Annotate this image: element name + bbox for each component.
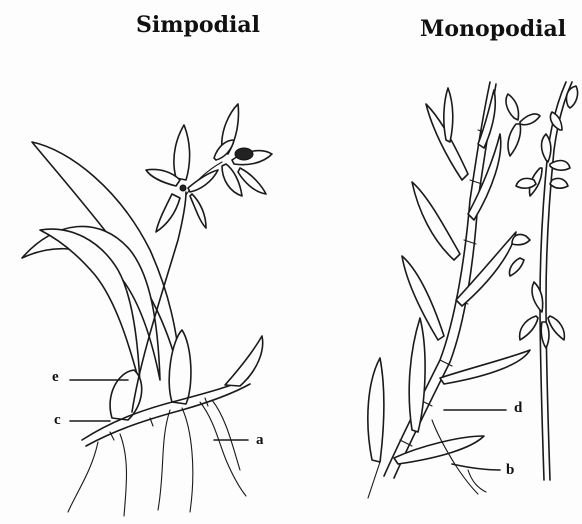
- sympodial-flower-1: [146, 125, 218, 232]
- petal: [174, 125, 190, 180]
- petal: [550, 161, 570, 171]
- sympodial-flower-2: [214, 104, 272, 196]
- label-e: e: [52, 369, 59, 386]
- petal: [506, 94, 519, 120]
- monopodial-leaf-11: [444, 88, 453, 142]
- flower-lip: [235, 148, 253, 160]
- label-b: b: [506, 462, 514, 479]
- petal: [156, 194, 180, 232]
- petal: [190, 194, 206, 228]
- petal: [550, 178, 568, 188]
- petal: [542, 134, 551, 162]
- label-c: c: [54, 412, 61, 429]
- petal: [520, 316, 538, 340]
- aerial-root-1: [432, 420, 478, 494]
- petal: [532, 282, 543, 312]
- monopodial-leaf-4: [440, 350, 530, 384]
- sympodial-root-5: [200, 402, 246, 496]
- aerial-root-3: [468, 470, 486, 492]
- monopodial-flower-5: [520, 282, 565, 348]
- new-shoot: [225, 336, 263, 386]
- monopodial-flower-bud: [550, 86, 577, 130]
- monopodial-orchid: [368, 82, 578, 498]
- monopodial-leaf-1: [368, 358, 384, 462]
- sympodial-root-1: [68, 442, 98, 512]
- petal: [508, 124, 521, 156]
- monopodial-leaf-3: [409, 318, 425, 432]
- label-b-leader: [452, 464, 500, 470]
- flower-center: [180, 185, 186, 191]
- label-a: a: [256, 432, 264, 449]
- petal: [548, 316, 564, 340]
- monopodial-flower-4: [509, 234, 530, 276]
- monopodial-leaf-5: [402, 256, 444, 340]
- petal: [520, 114, 540, 125]
- label-d: d: [514, 400, 522, 417]
- sympodial-root-2: [120, 434, 127, 516]
- petal: [238, 168, 266, 194]
- aerial-root-2: [368, 462, 380, 498]
- sympodial-root-3: [158, 410, 170, 510]
- sympodial-orchid: [22, 104, 272, 516]
- petal: [509, 258, 524, 276]
- monopodial-flower-3: [516, 178, 568, 188]
- petal: [516, 178, 536, 188]
- petal: [541, 322, 549, 348]
- monopodial-leaf-7: [412, 182, 460, 260]
- petal: [188, 170, 218, 192]
- sympodial-root-4: [182, 408, 193, 512]
- monopodial-flower-1: [506, 94, 540, 156]
- petal: [512, 234, 530, 244]
